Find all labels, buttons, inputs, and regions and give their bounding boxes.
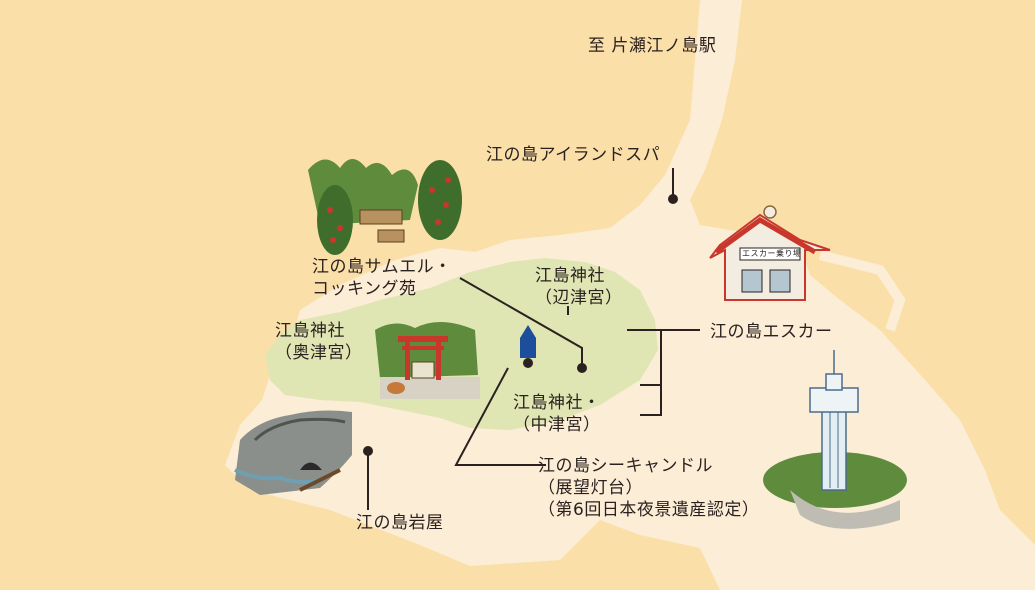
sea-candle-label-line3: （第6回日本夜景遺産認定） [538, 500, 760, 520]
sea-candle-label-line1: 江の島シーキャンドル [538, 456, 713, 476]
spa-dot [668, 194, 678, 204]
escar-sign-text: エスカー乗り場 [742, 249, 802, 258]
nakatsumiya-label-line2: （中津宮） [513, 415, 601, 435]
okutsumiya-label: 江島神社 （奥津宮） [275, 320, 363, 364]
nakatsumiya-label: 江島神社・ （中津宮） [513, 392, 601, 436]
hetsumiya-label-line2: （辺津宮） [535, 288, 623, 308]
iwaya-label: 江の島岩屋 [356, 513, 444, 533]
samuel-label-line2: コッキング苑 [312, 279, 417, 299]
okutsumiya-label-line1: 江島神社 [275, 321, 345, 341]
samuel-leader-line [459, 277, 583, 366]
breakwater [818, 250, 906, 332]
samuel-dot [577, 363, 587, 373]
iwaya-dot [363, 446, 373, 456]
nakatsumiya-label-line1: 江島神社・ [513, 393, 601, 413]
sea-candle-label: 江の島シーキャンドル （展望灯台） （第6回日本夜景遺産認定） [538, 455, 759, 521]
cave-illustration [234, 410, 352, 495]
escar-station-illustration [709, 205, 831, 301]
samuel-label: 江の島サムエル・ コッキング苑 [312, 256, 452, 300]
samuel-label-line1: 江の島サムエル・ [312, 257, 452, 277]
hetsumiya-label-line1: 江島神社 [535, 266, 605, 286]
escar-label: 江の島エスカー [710, 322, 833, 342]
hetsumiya-label: 江島神社 （辺津宮） [535, 265, 623, 309]
sea-candle-leader-line [454, 367, 546, 466]
escar-route-line [640, 330, 662, 416]
torii-shrine-illustration [375, 321, 480, 399]
spa-label: 江の島アイランドスパ [486, 145, 661, 165]
garden-illustration [308, 159, 462, 255]
lighthouse-marker-icon [520, 325, 536, 368]
sea-candle-label-line2: （展望灯台） [538, 478, 643, 498]
location-dots [363, 194, 678, 456]
connector-lines [367, 168, 700, 510]
direction-label: 至 片瀬江ノ島駅 [588, 36, 717, 56]
lighthouse-illustration [763, 350, 907, 529]
okutsumiya-label-line2: （奥津宮） [275, 343, 363, 363]
